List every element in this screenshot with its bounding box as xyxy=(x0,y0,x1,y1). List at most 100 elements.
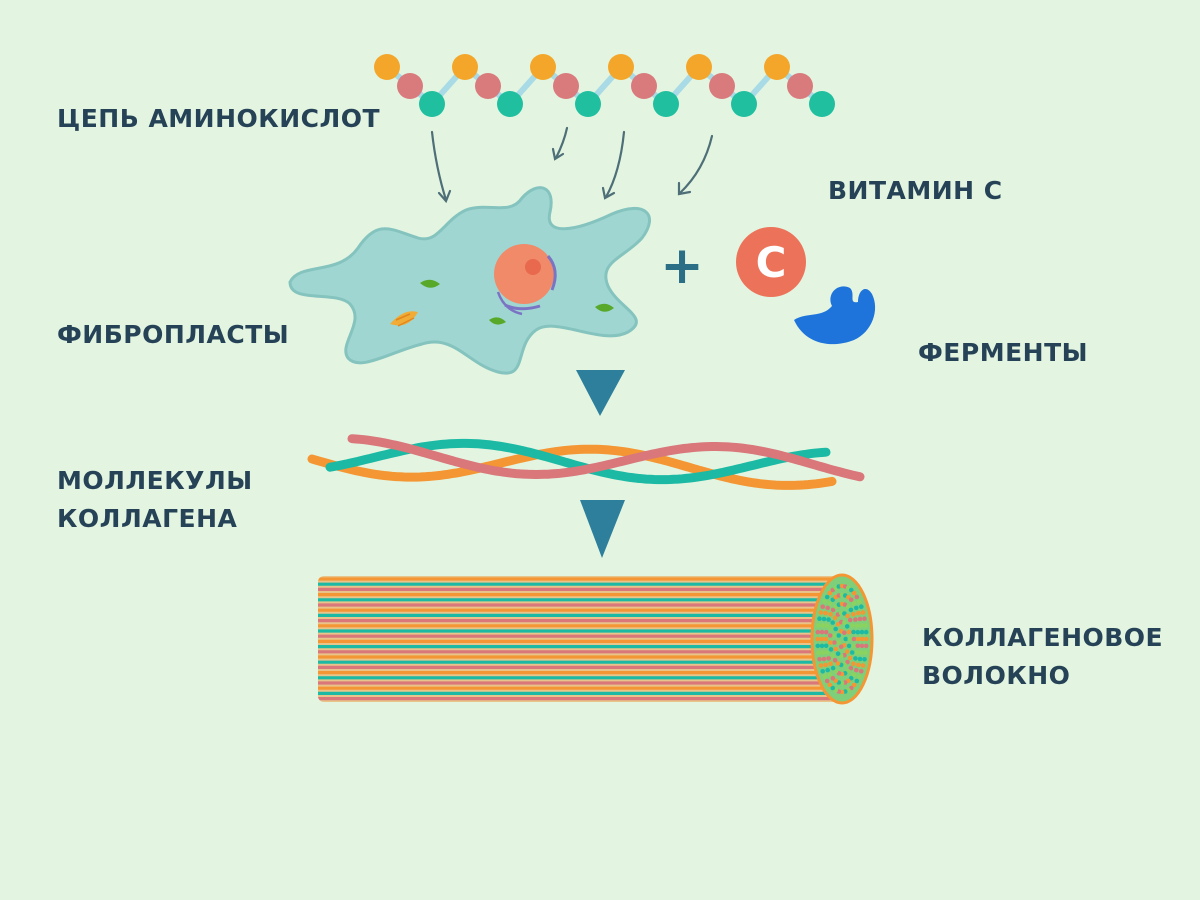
fibril-end xyxy=(844,649,850,654)
fibril-end xyxy=(860,663,866,668)
amino-acid-bead xyxy=(764,54,790,80)
fibril-end xyxy=(849,587,854,593)
fibril-end xyxy=(859,604,864,609)
fibril-end xyxy=(859,669,864,674)
fibril-end xyxy=(830,653,835,658)
fibril-end xyxy=(833,626,838,632)
chain-to-cell-arrows xyxy=(430,126,714,204)
fibril-end xyxy=(838,644,844,650)
arrowhead xyxy=(601,186,616,200)
fibril-end xyxy=(818,663,824,668)
fibril-end xyxy=(847,655,853,661)
vitamin-c-icon: C xyxy=(736,227,806,297)
fibril-end xyxy=(851,612,856,617)
mitochondrion-lines xyxy=(395,313,415,327)
amino-acid-bead xyxy=(686,54,712,80)
fibril-end xyxy=(846,629,852,635)
fibril-end xyxy=(842,630,847,635)
fibril-end xyxy=(847,636,853,642)
amino-acid-bead xyxy=(709,73,735,99)
fibril-end xyxy=(821,616,827,622)
fiber-base xyxy=(318,576,838,702)
fibril-end xyxy=(862,657,867,662)
arrowhead xyxy=(437,189,452,204)
fibril-end xyxy=(851,636,857,642)
fibril-end xyxy=(825,605,830,611)
enzymes-label: ФЕРМЕНТЫ xyxy=(918,338,1089,367)
fibril-end xyxy=(823,636,829,642)
fibril-end xyxy=(824,623,830,628)
fibril-end xyxy=(849,623,855,628)
amino-acid-bead xyxy=(530,54,556,80)
fibril-end xyxy=(863,623,868,628)
fibril-end xyxy=(844,624,850,629)
fibril-end xyxy=(827,682,833,688)
fibril-end xyxy=(854,678,860,684)
fibril-end xyxy=(843,636,848,642)
amino-acid-chain-icon xyxy=(374,54,835,117)
fibril-end xyxy=(830,675,836,681)
amino-acid-bead xyxy=(809,91,835,117)
fibril-end xyxy=(859,636,865,642)
fibril-end xyxy=(836,633,841,638)
curved-arrow-icon xyxy=(678,134,714,195)
arrowhead xyxy=(677,181,692,196)
fibril-end xyxy=(858,623,864,628)
amino-acid-bead xyxy=(553,73,579,99)
fibril-end xyxy=(820,650,826,655)
fibril-end xyxy=(848,665,854,671)
fibril-end xyxy=(824,594,830,600)
down-arrow-icon xyxy=(576,370,625,416)
amino-acid-bead xyxy=(374,54,400,80)
curved-arrow-icon xyxy=(430,130,448,202)
fibril-end xyxy=(815,629,821,635)
collagen-triple-helix-icon xyxy=(307,434,865,490)
fibril-end xyxy=(849,650,855,655)
fibril-end xyxy=(823,643,829,649)
fibril-end xyxy=(816,650,821,655)
fibril-end xyxy=(827,590,833,596)
fibril-end xyxy=(819,629,825,635)
collagen-fiber-label-line2: ВОЛОКНО xyxy=(922,661,1071,690)
golgi xyxy=(546,255,557,291)
fibril-end xyxy=(815,636,820,642)
golgi xyxy=(496,291,523,316)
fibril-end xyxy=(817,657,822,662)
fibril-end xyxy=(857,656,863,662)
fibril-end xyxy=(819,636,825,642)
fibril-end xyxy=(851,661,856,666)
fibril-end xyxy=(863,643,869,649)
fibril-end xyxy=(854,650,860,655)
fibril-end xyxy=(827,672,833,677)
fibril-end xyxy=(820,623,826,628)
fibril-end xyxy=(815,643,821,649)
amino-acid-bead xyxy=(497,91,523,117)
fibril-end xyxy=(828,647,834,652)
fibril-end xyxy=(845,659,850,665)
fibril-end xyxy=(859,643,865,649)
fibril-end xyxy=(853,656,858,661)
fibril-end xyxy=(860,610,866,615)
fibril-end xyxy=(833,669,839,674)
fibril-end xyxy=(826,656,831,661)
fibril-end xyxy=(819,643,825,649)
fibril-end xyxy=(856,674,862,679)
fibril-end xyxy=(851,590,857,596)
fibril-end xyxy=(864,636,869,642)
fibril-end xyxy=(855,629,861,635)
fibril-end xyxy=(821,656,827,662)
fibril-end xyxy=(859,629,865,635)
fibril-end xyxy=(826,617,831,622)
collagen-molecules-label-line2: КОЛЛАГЕНА xyxy=(57,504,238,533)
fibril-end xyxy=(832,615,838,621)
amino-acid-bead xyxy=(653,91,679,117)
amino-acid-bead xyxy=(475,73,501,99)
fibril-end xyxy=(832,633,837,638)
amino-acid-bead xyxy=(731,91,757,117)
fibril-end xyxy=(863,629,869,635)
amino-acid-bead xyxy=(397,73,423,99)
organelle xyxy=(595,303,614,312)
fibril-end xyxy=(830,665,836,671)
